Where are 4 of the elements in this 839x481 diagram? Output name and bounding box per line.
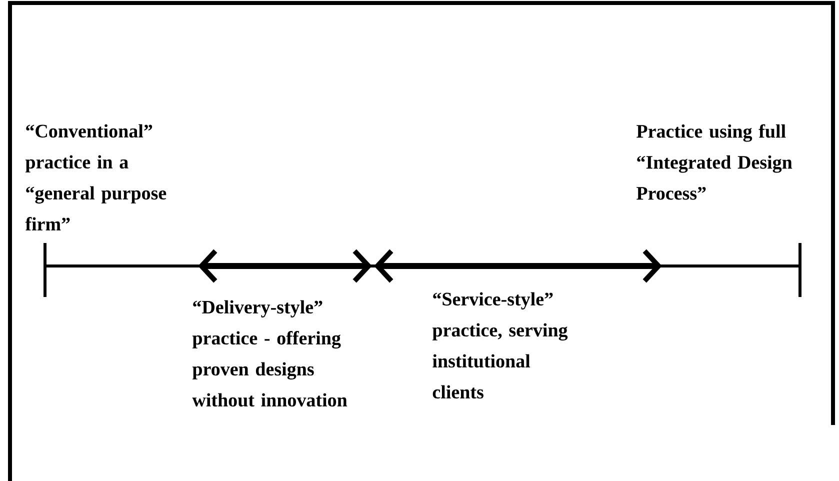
- label-text: “Service-style” practice, serving institutional clients: [432, 292, 568, 399]
- label-text: Practice using full “Integrated Design Process”: [636, 124, 792, 200]
- label-text: “Conventional” practice in a “general purpose firm”: [25, 124, 166, 230]
- label-text: “Delivery-style” practice - offering proven designs without innovation: [192, 300, 348, 407]
